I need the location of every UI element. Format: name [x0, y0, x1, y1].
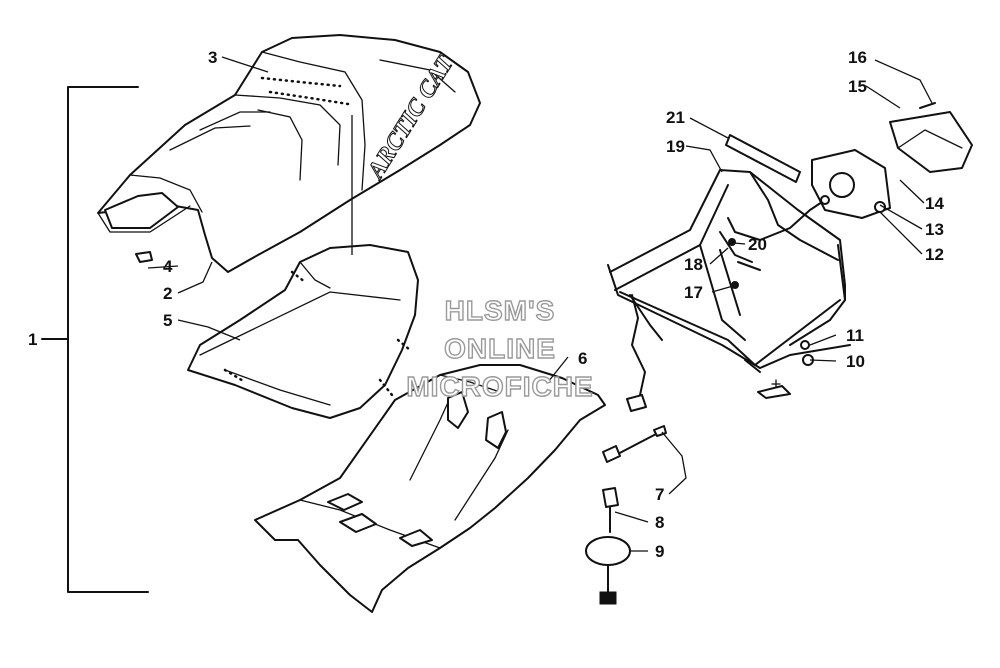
callout-8: 8	[655, 513, 664, 532]
callout-16: 16	[848, 48, 867, 67]
callout-12: 12	[925, 245, 944, 264]
callout-21: 21	[666, 108, 685, 127]
callout-14: 14	[925, 194, 944, 213]
seat-cover: ARCTIC CAT	[97, 34, 481, 273]
seat-foam	[187, 244, 419, 419]
watermark-line-3: MICROFICHE	[406, 371, 593, 402]
rear-rack	[607, 169, 851, 373]
watermark-line-2: ONLINE	[444, 333, 556, 364]
callout-6: 6	[578, 349, 587, 368]
callout-5: 5	[163, 311, 172, 330]
taillight-lens	[889, 111, 973, 173]
callout-17: 17	[684, 283, 703, 302]
wiring-harness	[626, 199, 826, 412]
leader-lines	[147, 56, 933, 552]
callout-10: 10	[846, 352, 865, 371]
callout-19: 19	[666, 137, 685, 156]
watermark: HLSM'S ONLINE MICROFICHE	[406, 294, 594, 402]
watermark-line-1: HLSM'S	[445, 295, 556, 326]
callout-1: 1	[28, 330, 37, 349]
seat-base	[254, 364, 606, 613]
mount-bracket	[725, 134, 801, 183]
small-hardware	[135, 102, 936, 399]
callout-20: 20	[748, 235, 767, 254]
taillight-housing	[811, 149, 891, 219]
callout-9: 9	[655, 542, 664, 561]
callout-13: 13	[925, 220, 944, 239]
callout-11: 11	[846, 326, 864, 345]
callout-4: 4	[163, 257, 173, 276]
callout-2: 2	[163, 284, 172, 303]
assembly-bracket	[41, 86, 149, 593]
callout-18: 18	[684, 255, 703, 274]
callout-7: 7	[655, 485, 664, 504]
callout-3: 3	[208, 48, 217, 67]
seat-latch-assembly	[585, 425, 667, 605]
callout-15: 15	[848, 77, 867, 96]
callout-labels: 1 2 3 4 5 6 7 8 9 10 11 12 13 14 15 16 1…	[28, 48, 944, 561]
